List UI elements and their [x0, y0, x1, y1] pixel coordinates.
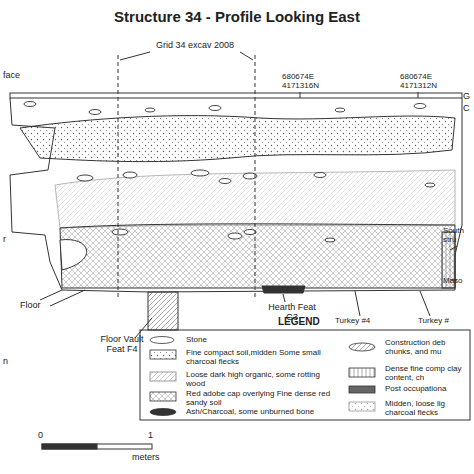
wall-label: South stru	[443, 226, 471, 244]
legend-text: Stone	[186, 335, 341, 344]
legend-text: Ash/Charcoal, some unburned bone	[186, 407, 341, 416]
coordinate: 680674E 4171312N	[400, 72, 444, 90]
legend-text: Loose dark high organic, some rotting wo…	[186, 370, 341, 388]
legend-text: Dense fine comp clay content, ch	[385, 364, 469, 382]
burial-label: Turkey #	[418, 316, 449, 325]
title: Structure 34 - Profile Looking East	[60, 8, 414, 25]
legend-text: Construction deb chunks, and mu	[385, 338, 469, 356]
burial-label: Turkey #4	[335, 316, 370, 325]
legend-text: Midden, loose lig charcoal flecks	[385, 399, 469, 417]
edge-label: G	[463, 91, 470, 101]
legend-text: Fine compact soil,midden Some small char…	[186, 348, 341, 366]
scale-number: 0	[38, 430, 43, 440]
legend-heading: LEGEND	[278, 316, 320, 328]
floor-label: Floor	[20, 300, 41, 310]
scale-number: 1	[148, 430, 153, 440]
edge-label: r	[3, 234, 6, 244]
coordinate: 680674E 4171316N	[282, 72, 326, 90]
wall-label: Maso	[443, 276, 471, 285]
legend-text: Red adobe cap overlying Fine dense red s…	[186, 389, 341, 407]
edge-label: face	[3, 70, 20, 80]
grid-label: Grid 34 excav 2008	[130, 40, 260, 50]
edge-label: C	[463, 103, 470, 113]
scale-unit: meters	[132, 452, 160, 462]
legend-text: Post occupationa	[385, 384, 469, 393]
edge-label: n	[3, 356, 8, 366]
feature-label: Floor Vault Feat F4	[98, 334, 146, 355]
